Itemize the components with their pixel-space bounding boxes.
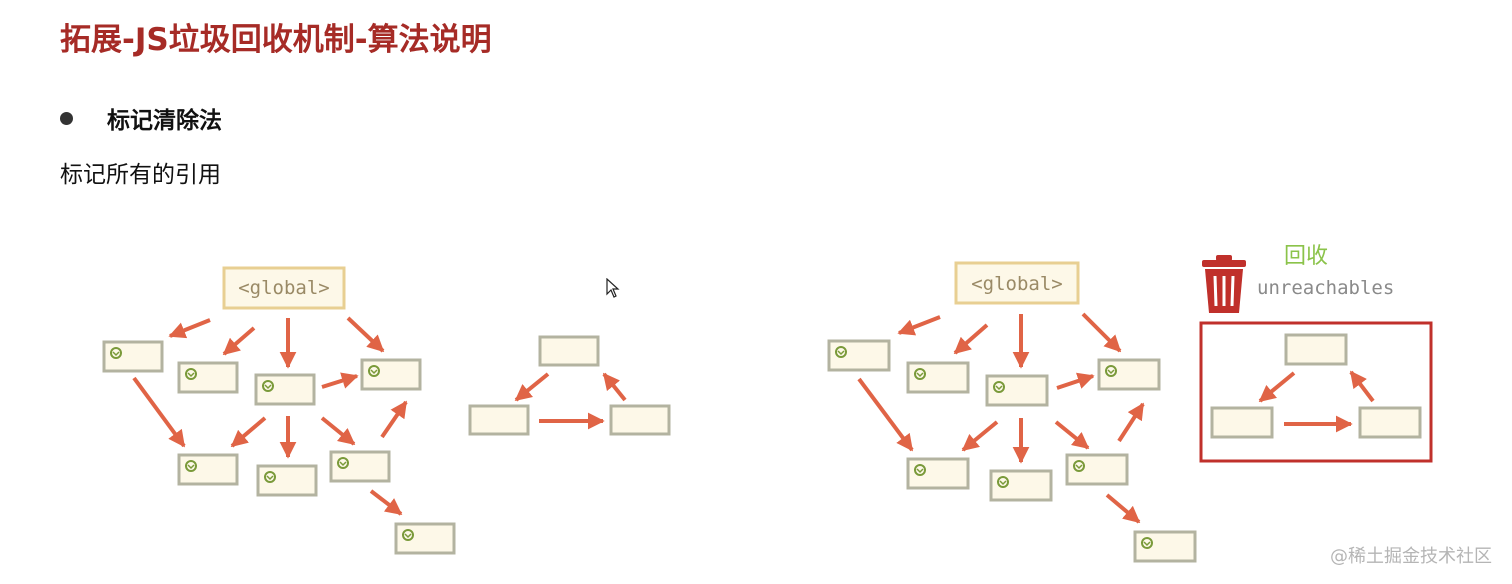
marked-check-icon: [262, 380, 274, 392]
trash-can-icon: [1202, 255, 1246, 313]
reachable-node: [906, 361, 970, 394]
mouse-cursor-icon: [606, 278, 620, 298]
reachable-node: [177, 361, 239, 394]
reachable-node: [360, 358, 422, 391]
global-node: [222, 266, 346, 310]
left-diagram: <global>: [102, 266, 671, 555]
bullet-item: 标记清除法: [60, 100, 222, 136]
global-node-label: <global>: [238, 277, 330, 299]
global-node: [954, 261, 1080, 305]
unreachable-node: [1284, 333, 1348, 366]
marked-check-icon: [402, 529, 414, 541]
marked-check-icon: [110, 347, 122, 359]
watermark: @稀土掘金技术社区: [1330, 546, 1492, 567]
reachable-node: [102, 340, 164, 373]
reachable-node: [827, 339, 891, 372]
marked-check-icon: [835, 346, 847, 358]
unreachable-area: [1199, 321, 1433, 463]
reachable-node: [985, 374, 1049, 407]
reachable-node: [177, 453, 239, 486]
marked-check-icon: [337, 457, 349, 469]
reachable-node: [1097, 358, 1161, 391]
marked-check-icon: [185, 460, 197, 472]
reference-arrows: [132, 316, 408, 516]
unreachable-node: [1358, 406, 1422, 439]
unreachable-node: [538, 335, 600, 367]
marked-check-icon: [914, 464, 926, 476]
reachable-node: [1133, 530, 1197, 563]
reachable-node: [256, 464, 318, 497]
marked-check-icon: [368, 365, 380, 377]
unreachable-cycle: [468, 335, 671, 436]
reference-arrows: [857, 312, 1145, 524]
reachable-node: [989, 469, 1053, 502]
description-text: 标记所有的引用: [60, 162, 221, 188]
marked-check-icon: [264, 471, 276, 483]
marked-check-icon: [1073, 460, 1085, 472]
right-diagram: <global>: [827, 244, 1433, 563]
marked-check-icon: [1141, 537, 1153, 549]
reachable-node: [254, 373, 316, 406]
unreachable-node: [468, 404, 530, 436]
unreachable-cycle: [1210, 333, 1422, 439]
recycle-label: 回收: [1284, 244, 1328, 269]
reachable-node: [906, 457, 970, 490]
marked-check-icon: [1105, 365, 1117, 377]
marked-check-icon: [185, 368, 197, 380]
marked-check-icon: [997, 476, 1009, 488]
reachable-node: [394, 522, 456, 555]
global-node-label: <global>: [971, 273, 1063, 295]
marked-check-icon: [914, 368, 926, 380]
bullet-text: 标记清除法: [107, 108, 222, 134]
bullet-dot-icon: [60, 111, 73, 125]
page-title: 拓展-JS垃圾回收机制-算法说明: [60, 22, 492, 58]
unreachable-node: [1210, 406, 1274, 439]
reachable-node: [329, 450, 391, 483]
unreachables-label: unreachables: [1257, 277, 1394, 299]
unreachable-node: [609, 404, 671, 436]
reachable-node: [1065, 453, 1129, 486]
marked-check-icon: [993, 381, 1005, 393]
